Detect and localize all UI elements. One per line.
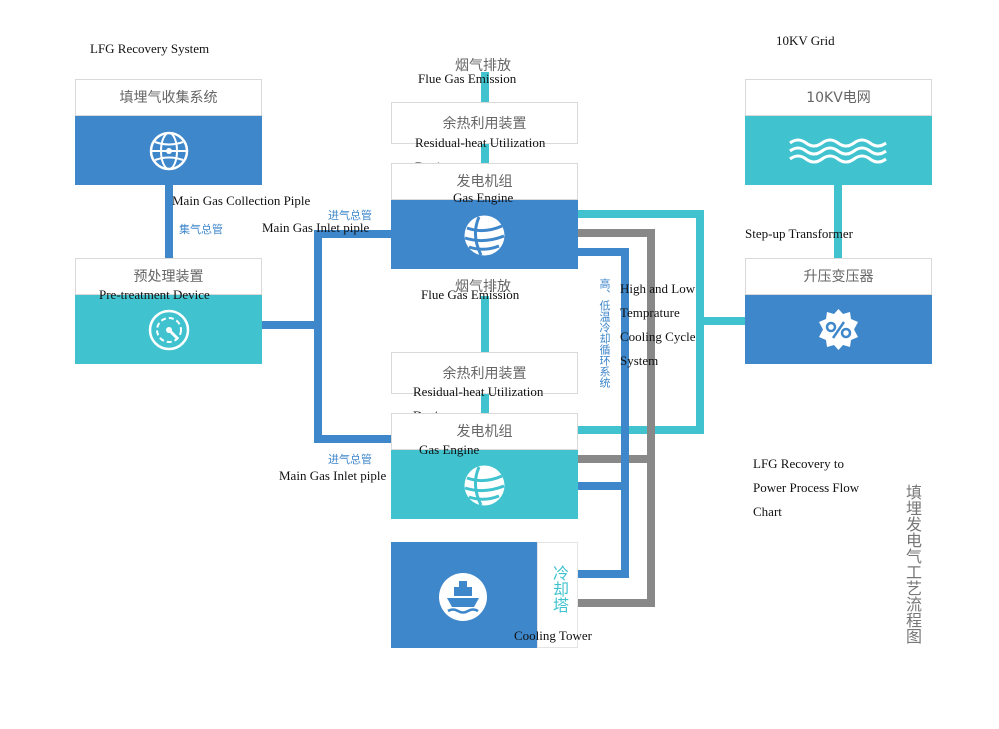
flue-mid-cn: 烟气排放 <box>455 279 511 295</box>
heat-mid-label: 余热利用装置 <box>442 366 527 382</box>
cooling-cycle-en4: System <box>620 353 659 368</box>
cooling-gray-mid-h <box>577 455 655 463</box>
pretreat-label: 预处理装置 <box>133 269 204 285</box>
globe-network-icon <box>149 131 189 171</box>
transformer-en: Step-up Transformer <box>745 226 853 241</box>
heat-top-box: 余热利用装置 <box>391 102 578 144</box>
engine-bottom-label: 发电机组 <box>456 424 513 440</box>
grid-transformer-pipe <box>834 184 842 260</box>
pretreat-box-body <box>75 295 262 364</box>
cooling-gray-v <box>647 229 655 607</box>
heat-mid-link <box>481 393 489 413</box>
transformer-label: 升压变压器 <box>803 269 874 285</box>
inlet-top-cn: 进气总管 <box>328 209 372 222</box>
inlet-bottom-en: Main Gas Inlet piple <box>279 468 387 483</box>
collection-label: 填埋气收集系统 <box>119 90 218 106</box>
lfg-system-title: LFG Recovery System <box>90 41 210 56</box>
percent-badge-icon <box>819 309 858 350</box>
power-line-bottom-h <box>577 426 704 434</box>
cooling-tower-side <box>537 542 578 648</box>
gauge-icon <box>148 309 190 351</box>
heat-mid-en1: Residual-heat Utilization <box>413 384 544 399</box>
collection-box-body <box>75 116 262 185</box>
heat-mid-box: 余热利用装置 <box>391 352 578 394</box>
cooling-blue-top-h <box>577 248 629 256</box>
engine-top-label: 发电机组 <box>456 174 513 190</box>
flue-top-en: Flue Gas Emission <box>418 71 517 86</box>
grid-label: 10KV电网 <box>806 90 871 106</box>
ship-icon <box>439 573 487 621</box>
cooling-blue-bottom-h <box>577 570 629 578</box>
engine-bottom-body <box>391 450 578 519</box>
heat-top-label: 余热利用装置 <box>442 116 527 132</box>
gas-collection-pipe <box>165 184 173 260</box>
cooling-blue-mid-h <box>577 482 629 490</box>
main-collection-pipe-label: Main Gas Collection Piple <box>172 193 311 208</box>
cooling-cycle-en2: Temprature <box>620 305 680 320</box>
caption-cn: 填埋发电气工艺流程图 <box>903 484 922 644</box>
cooling-gray-top-h <box>577 229 655 237</box>
caption-en3: Chart <box>753 504 782 519</box>
collection-box-header: 填埋气收集系统 <box>75 79 262 116</box>
inlet-bottom-pipe <box>314 435 392 443</box>
transformer-box-body <box>745 295 932 364</box>
inlet-top-en: Main Gas Inlet piple <box>262 220 370 235</box>
transformer-box-header: 升压变压器 <box>745 258 932 295</box>
engine-bottom-header: 发电机组 <box>391 413 578 450</box>
pretreat-outlet-pipe <box>262 321 322 329</box>
inlet-manifold-pipe <box>314 230 322 443</box>
engine-bottom-en: Gas Engine <box>419 442 480 457</box>
cooling-gray-bottom-h <box>577 599 655 607</box>
cooling-tower-en: Cooling Tower <box>514 628 592 643</box>
cooling-cycle-cn: 高、低温冷却循环系统 <box>598 278 611 388</box>
cooling-tower-body <box>391 542 537 648</box>
heat-top-link <box>481 143 489 164</box>
engine-top-en: Gas Engine <box>453 190 514 205</box>
inlet-top-pipe <box>314 230 392 238</box>
main-collection-pipe-cn: 集气总管 <box>179 223 223 236</box>
pretreat-en-label: Pre-treatment Device <box>99 287 210 302</box>
cooling-cycle-en3: Cooling Cycle <box>620 329 696 344</box>
grid-title: 10KV Grid <box>776 33 835 48</box>
flue-top-cn: 烟气排放 <box>455 58 511 74</box>
power-line-top-h <box>577 210 704 218</box>
inlet-bottom-cn: 进气总管 <box>328 453 372 466</box>
grid-box-body <box>745 116 932 185</box>
cooling-tower-cn: 冷却塔 <box>550 565 569 613</box>
heat-top-en1: Residual-heat Utilization <box>415 135 546 150</box>
cooling-blue-v <box>621 248 629 578</box>
flue-top-pipe <box>481 72 489 102</box>
flue-mid-pipe <box>481 296 489 352</box>
power-line-to-transformer <box>696 317 746 325</box>
globe-icon <box>464 465 505 506</box>
cooling-cycle-en1: High and Low <box>620 281 696 296</box>
engine-top-header: 发电机组 <box>391 163 578 200</box>
globe-icon <box>464 215 505 256</box>
caption-en1: LFG Recovery to <box>753 456 844 471</box>
caption-en2: Power Process Flow <box>753 480 860 495</box>
pretreat-box-header: 预处理装置 <box>75 258 262 295</box>
grid-box-header: 10KV电网 <box>745 79 932 116</box>
waves-icon <box>789 138 887 164</box>
flue-mid-en: Flue Gas Emission <box>421 287 520 302</box>
engine-top-body <box>391 200 578 269</box>
